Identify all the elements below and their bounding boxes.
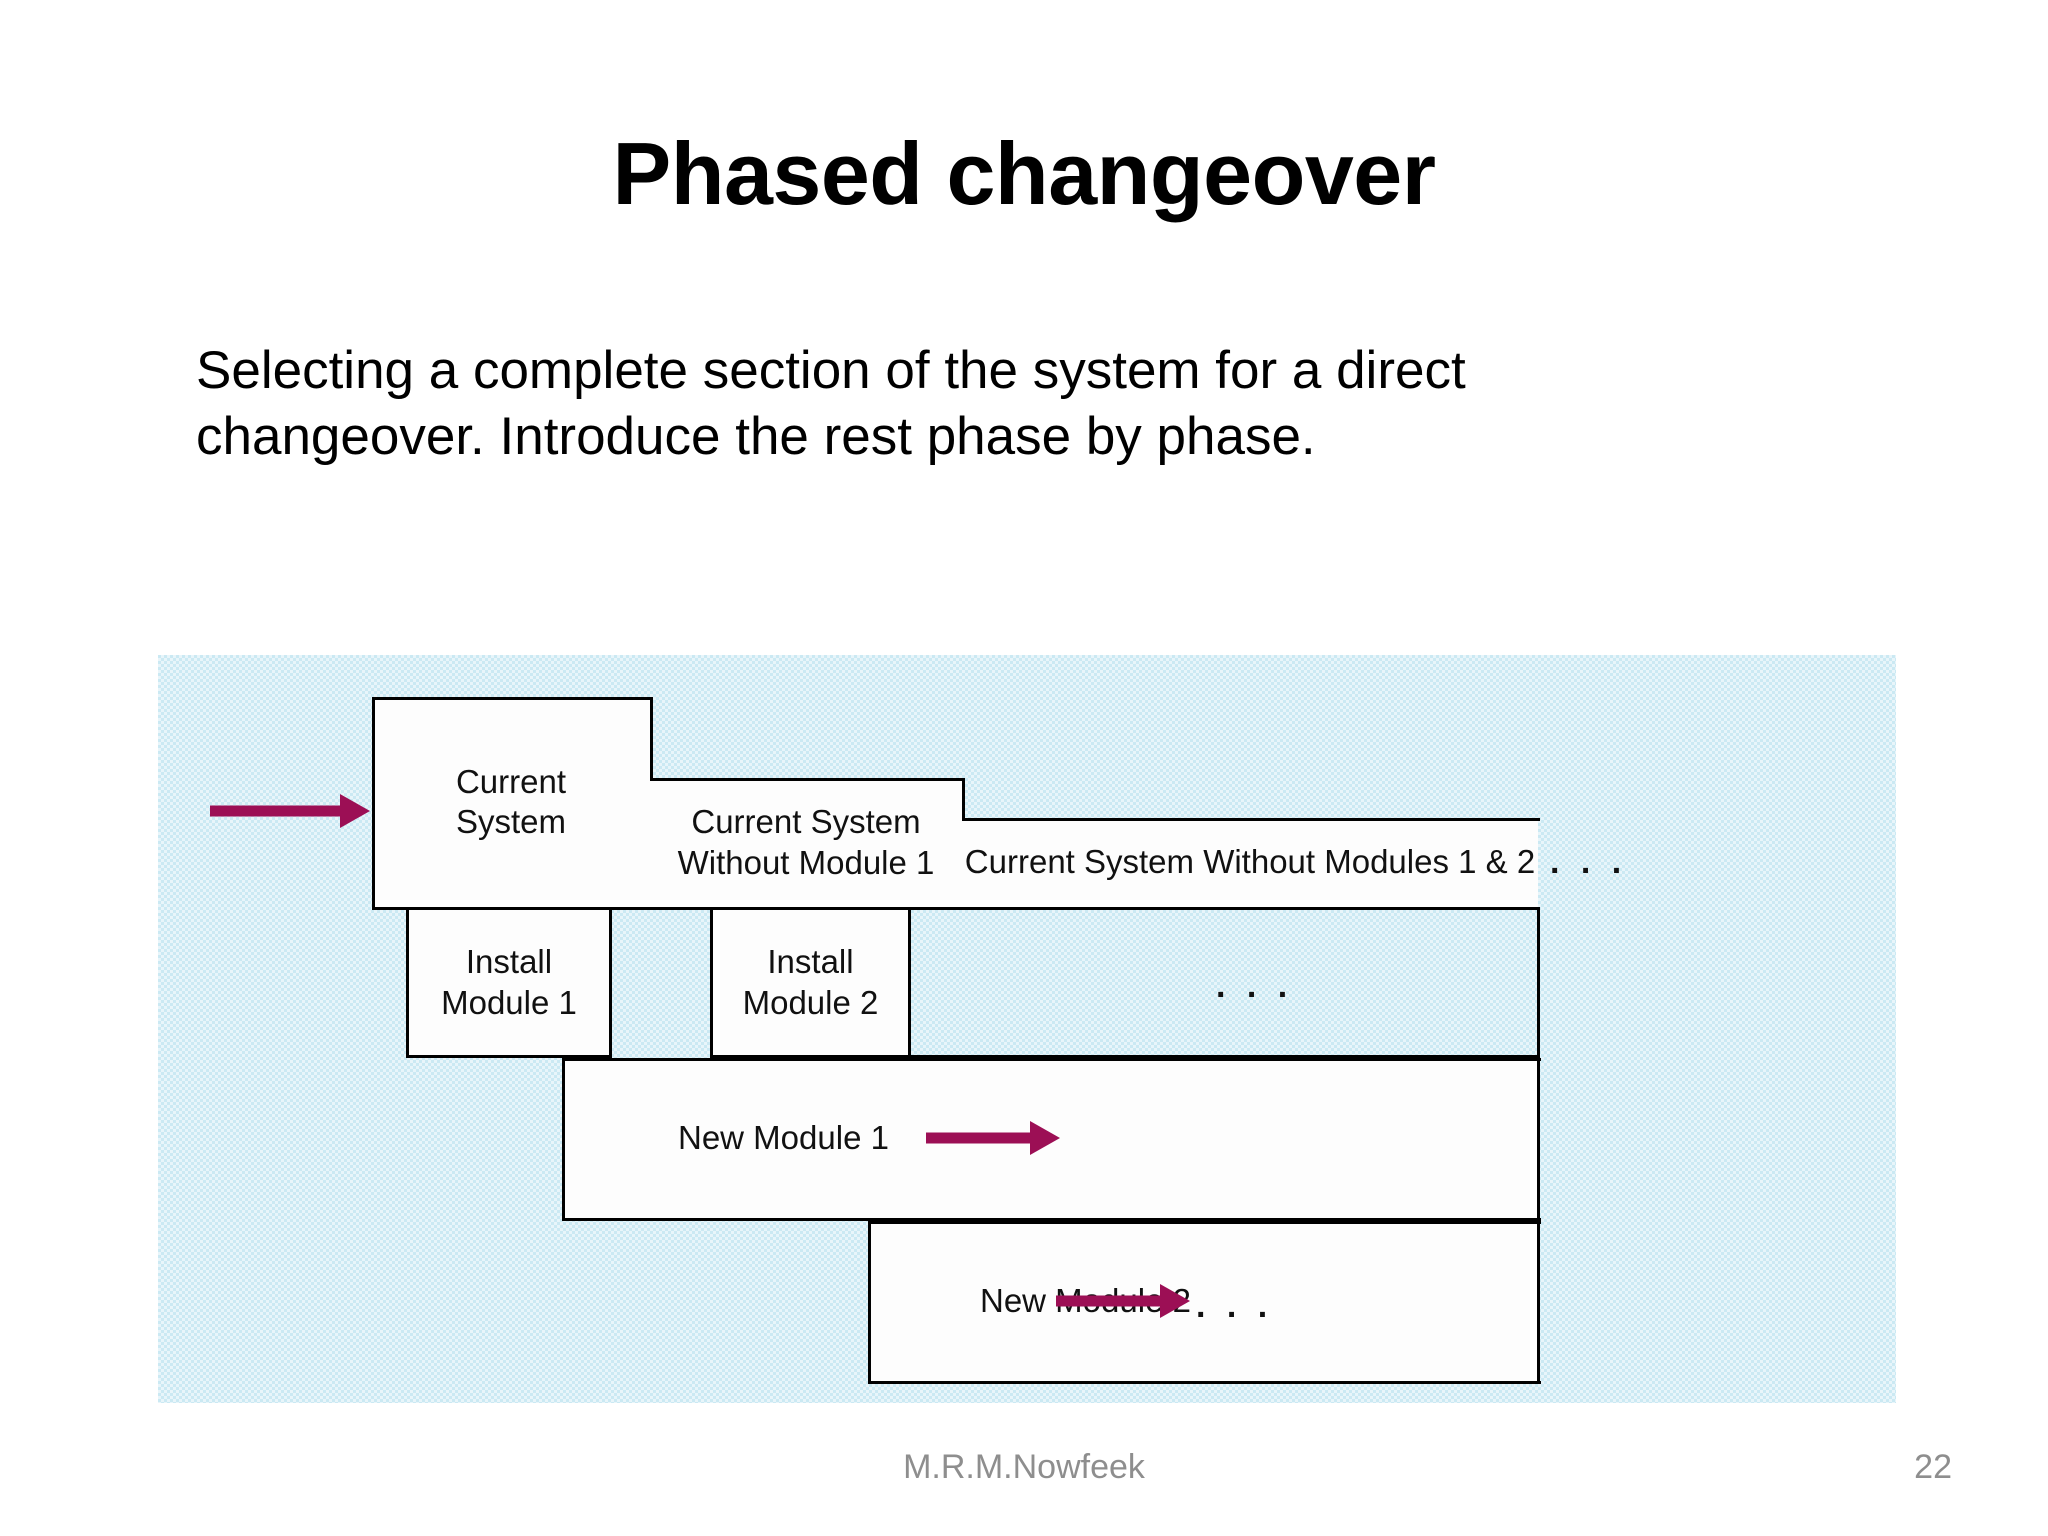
footer-author: M.R.M.Nowfeek bbox=[903, 1448, 1145, 1486]
new-module-2-arrow-icon bbox=[1056, 1284, 1194, 1318]
edge-install-m1-right bbox=[609, 910, 612, 1058]
edge-new-module-1-left bbox=[562, 1058, 565, 1221]
arrow-shaft bbox=[210, 805, 348, 817]
edge-install-m2-bottom bbox=[710, 1055, 911, 1058]
edge-install-row-bottom-right bbox=[911, 1055, 1540, 1058]
edge-current-system-top bbox=[372, 697, 653, 700]
edge-cswm1-right-upper bbox=[962, 778, 965, 818]
edge-current-system-left bbox=[372, 697, 375, 910]
slide-body-text: Selecting a complete section of the syst… bbox=[196, 341, 1466, 467]
entry-arrow-icon bbox=[210, 794, 374, 828]
arrow-head bbox=[340, 794, 370, 828]
edge-install-row-right bbox=[1537, 910, 1540, 1058]
edge-new-module-2-right bbox=[1537, 1221, 1540, 1384]
ellipsis-new-module-2-row: . . . bbox=[1196, 1287, 1274, 1325]
edge-new-module-1-right bbox=[1537, 1058, 1540, 1221]
arrow-head bbox=[1160, 1284, 1190, 1318]
arrow-shaft bbox=[926, 1132, 1038, 1144]
phased-changeover-diagram: Current System Current System Without Mo… bbox=[158, 655, 1896, 1403]
edge-new-module-2-bottom bbox=[868, 1381, 1541, 1384]
edge-cswm1-bottom bbox=[650, 907, 965, 910]
diagram-box-install-module-2: Install Module 2 bbox=[710, 910, 911, 1055]
diagram-box-current-system-without-modules-1-and-2: Current System Without Modules 1 & 2 bbox=[962, 818, 1538, 907]
edge-new-module-1-bottom bbox=[562, 1218, 1541, 1221]
edge-install-m1-left bbox=[406, 910, 409, 1058]
new-module-1-label: New Module 1 bbox=[678, 1118, 889, 1156]
edge-cswm1-top bbox=[650, 778, 965, 781]
edge-install-m2-right bbox=[908, 910, 911, 1058]
edge-current-system-bottom bbox=[372, 907, 653, 910]
edge-current-system-right-upper bbox=[650, 697, 653, 778]
diagram-box-install-module-1: Install Module 1 bbox=[406, 910, 612, 1055]
edge-new-module-2-left bbox=[868, 1221, 871, 1384]
edge-new-module-2-top bbox=[868, 1221, 1541, 1224]
arrow-head bbox=[1030, 1121, 1060, 1155]
edge-install-m2-left bbox=[710, 910, 713, 1058]
edge-cswm12-top bbox=[962, 818, 1540, 821]
edge-new-module-1-top bbox=[562, 1058, 1541, 1061]
ellipsis-current-system-row: . . . bbox=[1550, 843, 1628, 881]
diagram-box-current-system: Current System bbox=[372, 697, 650, 907]
new-module-1-arrow-icon bbox=[926, 1121, 1064, 1155]
diagram-box-current-system-without-module-1: Current System Without Module 1 bbox=[650, 778, 962, 907]
arrow-shaft bbox=[1056, 1295, 1168, 1307]
edge-cswm12-bottom bbox=[962, 907, 1540, 910]
ellipsis-install-row: . . . bbox=[1216, 967, 1294, 1005]
page-title: Phased changeover bbox=[612, 124, 1436, 223]
footer-page-number: 22 bbox=[1914, 1448, 1952, 1486]
edge-install-m1-bottom bbox=[406, 1055, 612, 1058]
